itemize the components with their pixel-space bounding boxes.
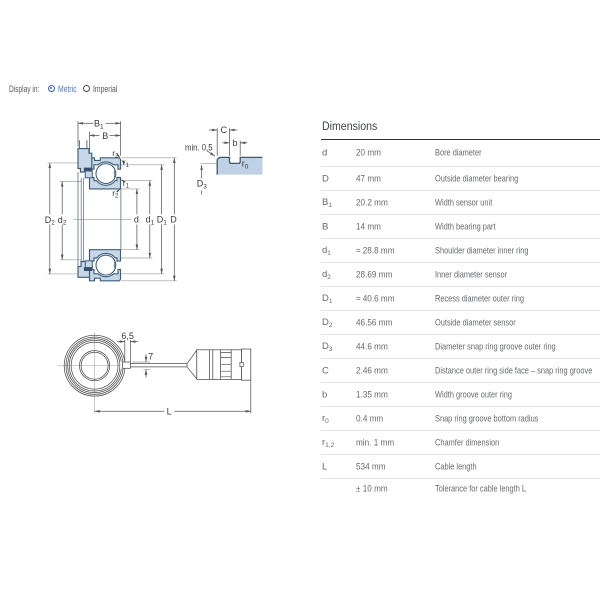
svg-text:B: B <box>102 131 108 141</box>
svg-text:r1: r1 <box>123 178 130 190</box>
svg-text:B1: B1 <box>94 119 104 131</box>
svg-text:d: d <box>134 215 139 225</box>
svg-text:D2: D2 <box>45 215 56 227</box>
svg-text:min. 0,5: min. 0,5 <box>185 142 213 152</box>
svg-text:d1: d1 <box>146 215 155 227</box>
svg-text:D3: D3 <box>197 179 208 191</box>
svg-text:r0: r0 <box>242 159 249 171</box>
svg-text:D: D <box>170 215 177 225</box>
svg-text:d2: d2 <box>58 215 67 227</box>
svg-text:7: 7 <box>148 352 153 362</box>
svg-text:b: b <box>233 138 238 148</box>
svg-text:D1: D1 <box>157 215 168 227</box>
svg-text:6,5: 6,5 <box>121 331 134 341</box>
svg-text:r1: r1 <box>123 157 130 169</box>
svg-text:C: C <box>221 125 228 135</box>
svg-text:L: L <box>167 407 172 417</box>
svg-text:r2: r2 <box>112 188 119 200</box>
svg-text:r2: r2 <box>112 148 119 160</box>
